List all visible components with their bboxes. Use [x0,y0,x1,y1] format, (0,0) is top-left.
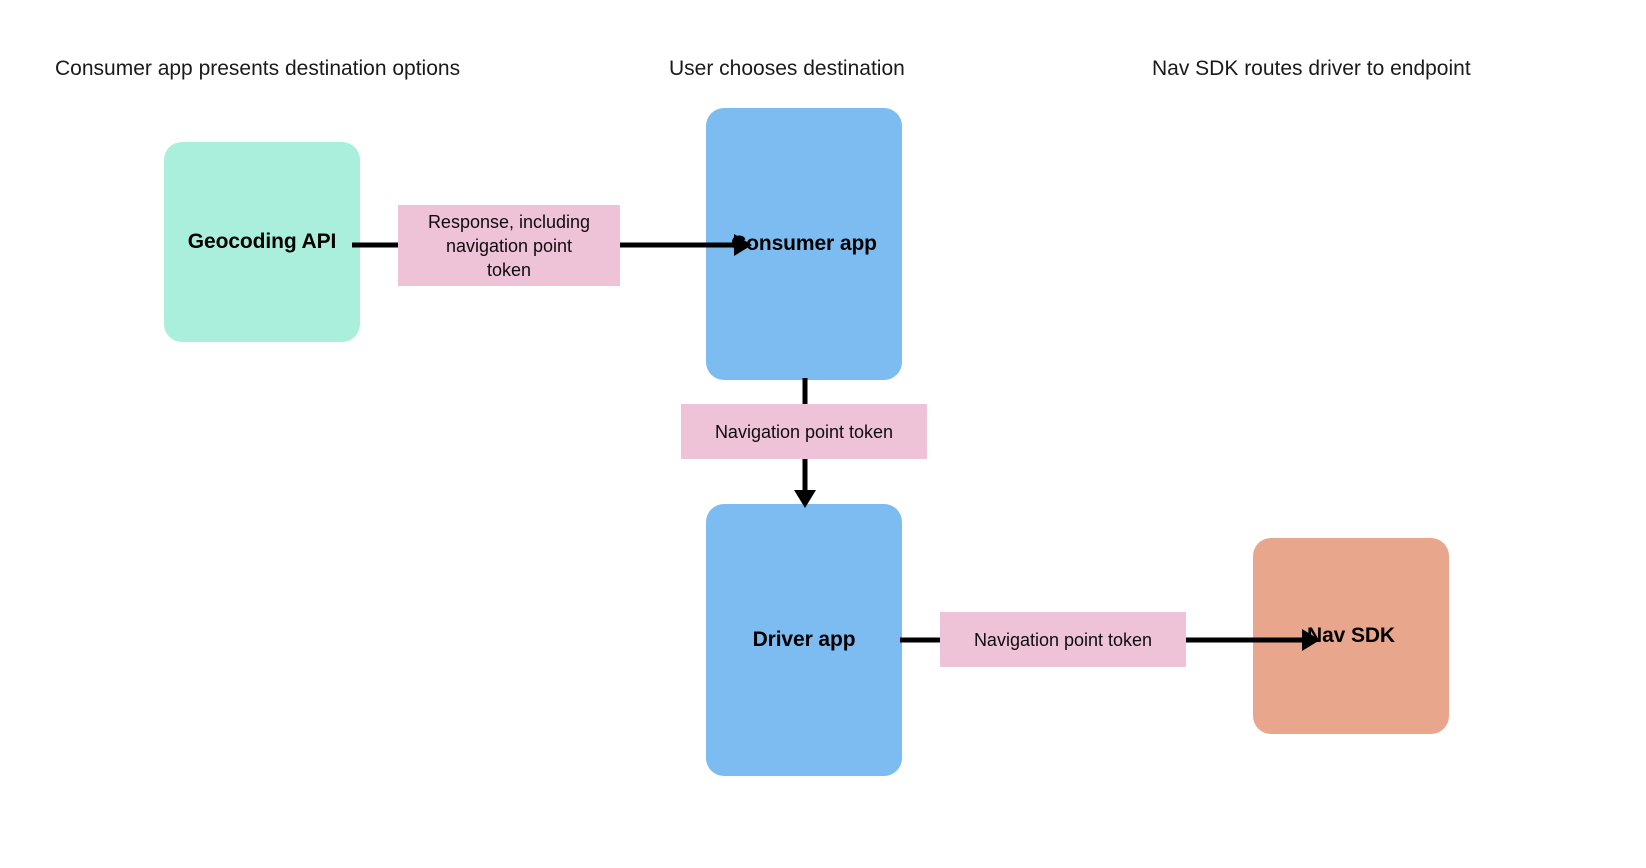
edge-label-response-navigation-point-token: Response, including navigation point tok… [398,205,620,286]
column-header-nav-routes: Nav SDK routes driver to endpoint [1152,57,1471,80]
node-driver-app-label: Driver app [752,628,856,651]
node-geocoding-api[interactable]: Geocoding API [164,142,360,342]
edge-label-navigation-point-token-horizontal-text: Navigation point token [973,629,1153,650]
edge-label-navigation-point-token-vertical: Navigation point token [681,404,927,459]
node-nav-sdk-label: Nav SDK [1307,624,1395,647]
node-consumer-app-label: Consumer app [731,232,877,255]
node-driver-app[interactable]: Driver app [706,504,902,776]
edge-label-response-text: Response, including navigation point tok… [427,211,591,280]
edge-label-navigation-point-token-horizontal: Navigation point token [940,612,1186,667]
node-nav-sdk[interactable]: Nav SDK [1253,538,1449,734]
column-header-user-chooses: User chooses destination [669,57,905,80]
edge-label-navigation-point-token-vertical-text: Navigation point token [714,421,894,442]
column-header-consumer-options: Consumer app presents destination option… [55,57,461,80]
node-geocoding-api-label: Geocoding API [187,230,337,253]
